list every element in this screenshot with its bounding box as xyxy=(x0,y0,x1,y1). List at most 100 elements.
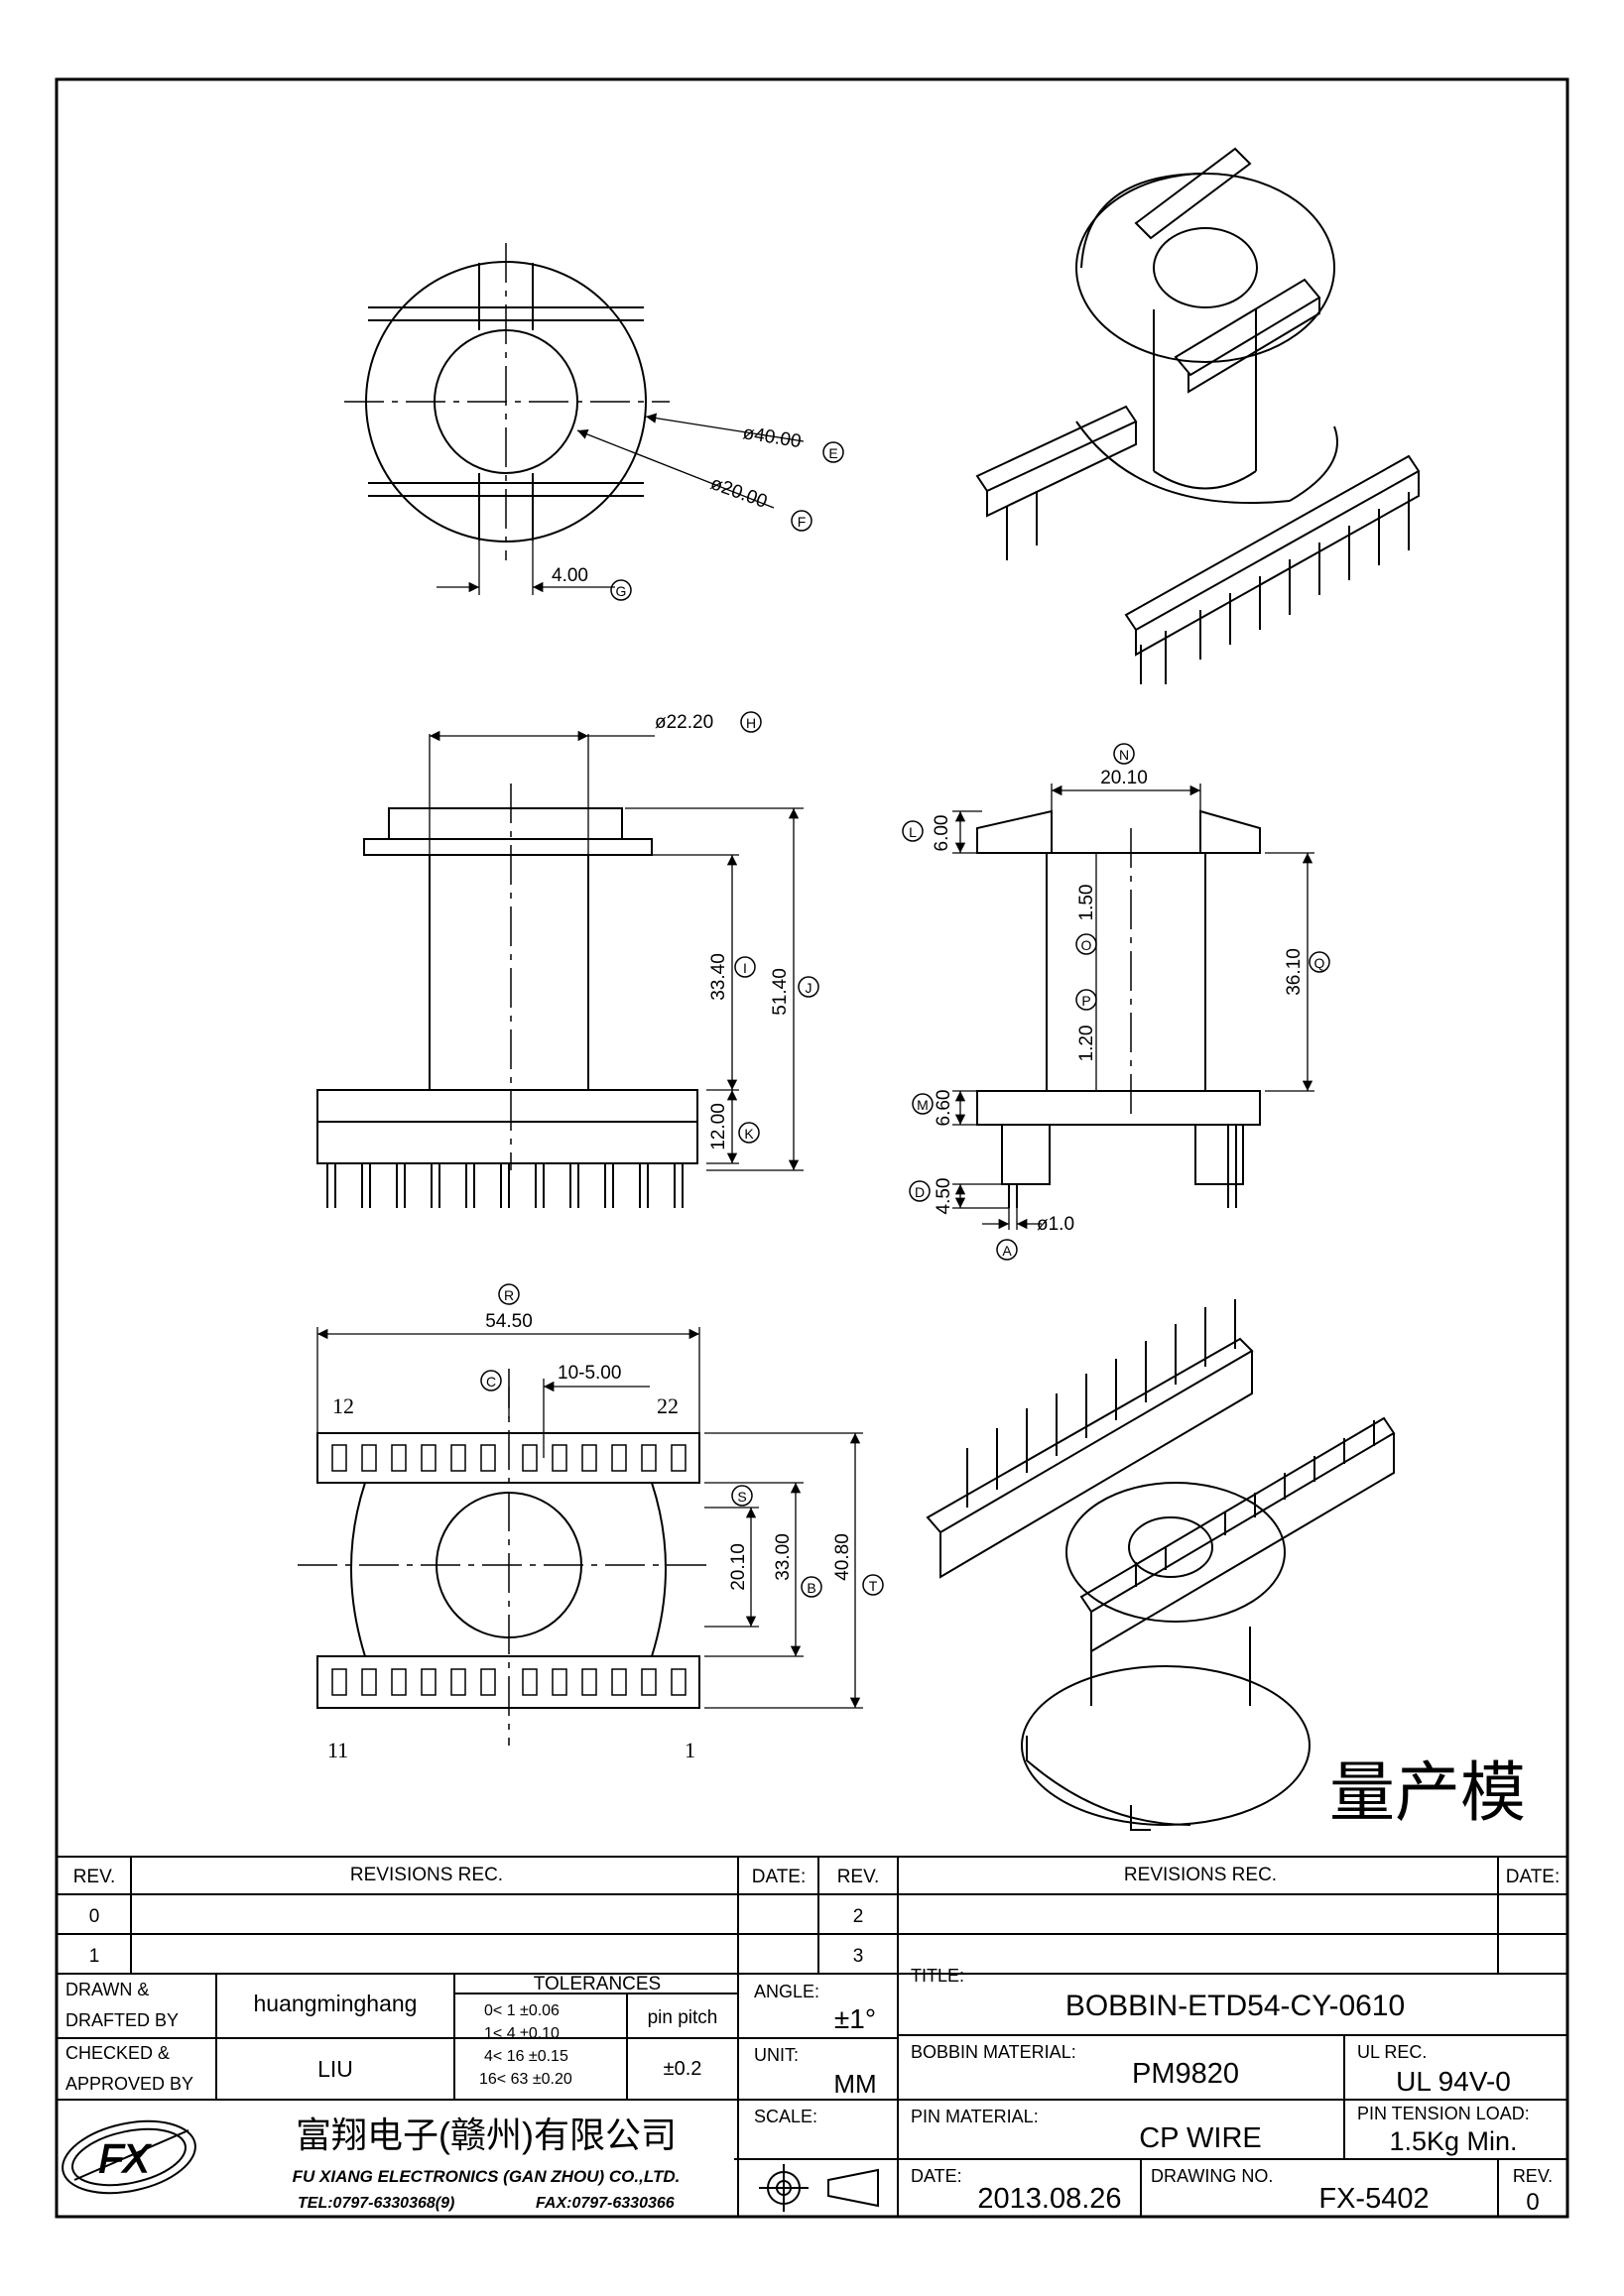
production-stamp: 量产模 xyxy=(1329,1755,1526,1829)
tag-total: J xyxy=(806,980,812,996)
pin-pitch-label: pin pitch xyxy=(648,2007,718,2028)
tag-side-height: Q xyxy=(1314,955,1325,971)
date-value: 2013.08.26 xyxy=(977,2183,1121,2215)
dim-slot-width: 4.00 xyxy=(552,565,588,586)
tag-side-width: N xyxy=(1119,747,1129,763)
tag-pin-diameter: A xyxy=(1002,1243,1012,1259)
rev-value: 0 xyxy=(1526,2189,1539,2216)
tag-bottom-outer: T xyxy=(869,1578,878,1594)
drawing-no-label: DRAWING NO. xyxy=(1151,2166,1273,2186)
company-tel: TEL:0797-6330368(9) xyxy=(298,2195,454,2212)
scale-label: SCALE: xyxy=(754,2107,817,2126)
revisions-header-right: REVISIONS REC. xyxy=(1124,1865,1277,1885)
bottom-view xyxy=(298,1327,863,1746)
pin-label-11: 11 xyxy=(327,1738,348,1762)
dim-side-base: 6.60 xyxy=(934,1090,954,1127)
tag-bottom-slot: S xyxy=(737,1489,746,1505)
tag-pitch: C xyxy=(486,1374,496,1390)
company-name-en: FU XIANG ELECTRONICS (GAN ZHOU) CO.,LTD. xyxy=(293,2167,681,2186)
rev-header-right: REV. xyxy=(837,1867,880,1887)
tag-bottom-length: R xyxy=(504,1287,514,1303)
company-fax: FAX:0797-6330366 xyxy=(536,2195,675,2212)
bobbin-material-value: PM9820 xyxy=(1132,2058,1239,2090)
dim-bottom-outer: 40.80 xyxy=(832,1533,853,1581)
pin-material-label: PIN MATERIAL: xyxy=(911,2107,1039,2126)
side-view xyxy=(952,784,1314,1230)
dim-winding-height: 33.40 xyxy=(708,953,729,1001)
ul-rec-label: UL REC. xyxy=(1357,2042,1427,2062)
tol-row-2: 1< 4 ±0.10 xyxy=(484,2025,560,2042)
tag-flange: H xyxy=(746,715,756,731)
rev-label: REV. xyxy=(1513,2166,1553,2186)
dim-inner-diameter: ø20.00 xyxy=(707,473,770,513)
dim-bottom-mid: 33.00 xyxy=(773,1533,794,1581)
unit-value: MM xyxy=(833,2069,876,2099)
tag-winding: I xyxy=(743,960,747,976)
company-logo xyxy=(62,2119,196,2195)
dim-bottom-length: 54.50 xyxy=(485,1311,533,1332)
drawn-label-2: DRAFTED BY xyxy=(65,2010,179,2030)
tag-wall-2: P xyxy=(1081,993,1090,1009)
revisions-header-left: REVISIONS REC. xyxy=(350,1865,503,1885)
drawn-by-value: huangminghang xyxy=(254,1991,418,2016)
isometric-view-top xyxy=(975,147,1421,684)
dim-pin-diameter: ø1.0 xyxy=(1037,1214,1074,1235)
dim-flange-diameter: ø22.20 xyxy=(655,712,713,733)
checked-label-2: APPROVED BY xyxy=(65,2074,193,2094)
tag-side-base: M xyxy=(917,1097,929,1113)
dim-base-height: 12.00 xyxy=(708,1103,729,1150)
rev-row-3: 3 xyxy=(853,1946,864,1967)
bottom-view-pin-slots xyxy=(331,1444,687,1696)
tol-row-4: 16< 63 ±0.20 xyxy=(479,2071,572,2088)
tag-wall-1: O xyxy=(1081,937,1092,953)
date-header-right: DATE: xyxy=(1506,1867,1561,1887)
title-block-grid xyxy=(57,1856,1567,2217)
pin-label-1: 1 xyxy=(685,1738,695,1762)
unit-label: UNIT: xyxy=(754,2045,799,2065)
rev-header-left: REV. xyxy=(73,1867,116,1887)
rev-row-0: 0 xyxy=(89,1906,100,1927)
tol-row-1: 0< 1 ±0.06 xyxy=(484,2002,560,2019)
drawn-label-1: DRAWN & xyxy=(65,1980,149,1999)
isometric-view-bottom xyxy=(926,1299,1396,1831)
tolerances-label: TOLERANCES xyxy=(534,1974,661,1994)
title-label: TITLE: xyxy=(911,1966,964,1986)
front-view xyxy=(316,730,804,1171)
pin-tension-value: 1.5Kg Min. xyxy=(1389,2126,1517,2156)
front-view-pins xyxy=(326,1163,684,1208)
tag-outer: E xyxy=(828,445,837,461)
drawing-no-value: FX-5402 xyxy=(1318,2183,1429,2215)
title-value: BOBBIN-ETD54-CY-0610 xyxy=(1065,1990,1405,2022)
pin-label-22: 22 xyxy=(657,1393,679,1418)
checked-label-1: CHECKED & xyxy=(65,2043,170,2063)
dim-pin-length: 4.50 xyxy=(934,1178,954,1215)
dim-side-width: 20.10 xyxy=(1100,768,1148,788)
tag-base: K xyxy=(744,1126,754,1142)
logo-text: FX xyxy=(98,2137,150,2181)
pin-label-12: 12 xyxy=(332,1393,354,1418)
sheet-border xyxy=(55,77,1569,2219)
tag-slot: G xyxy=(616,583,627,599)
tag-pin-length: D xyxy=(915,1184,925,1200)
tol-row-3: 4< 16 ±0.15 xyxy=(484,2048,568,2065)
tag-bottom-mid: B xyxy=(807,1580,815,1596)
rev-row-1: 1 xyxy=(89,1946,100,1967)
bobbin-material-label: BOBBIN MATERIAL: xyxy=(911,2042,1076,2062)
dim-wall-1: 1.50 xyxy=(1076,885,1097,921)
dim-bottom-inner: 20.10 xyxy=(728,1543,749,1591)
projection-symbol-icon xyxy=(759,2164,879,2212)
dim-outer-diameter: ø40.00 xyxy=(741,423,803,452)
dim-side-height: 36.10 xyxy=(1284,948,1305,996)
pin-tension-label: PIN TENSION LOAD: xyxy=(1357,2104,1530,2123)
date-label: DATE: xyxy=(911,2166,962,2186)
top-view xyxy=(344,243,805,595)
angle-label: ANGLE: xyxy=(754,1982,819,2001)
dim-pitch: 10-5.00 xyxy=(558,1363,621,1384)
dim-wall-2: 1.20 xyxy=(1076,1026,1097,1062)
dim-side-top: 6.00 xyxy=(932,815,952,852)
pin-pitch-value: ±0.2 xyxy=(664,2058,702,2080)
pin-material-value: CP WIRE xyxy=(1139,2122,1262,2154)
ul-rec-value: UL 94V-0 xyxy=(1396,2066,1511,2097)
checked-by-value: LIU xyxy=(317,2056,353,2082)
